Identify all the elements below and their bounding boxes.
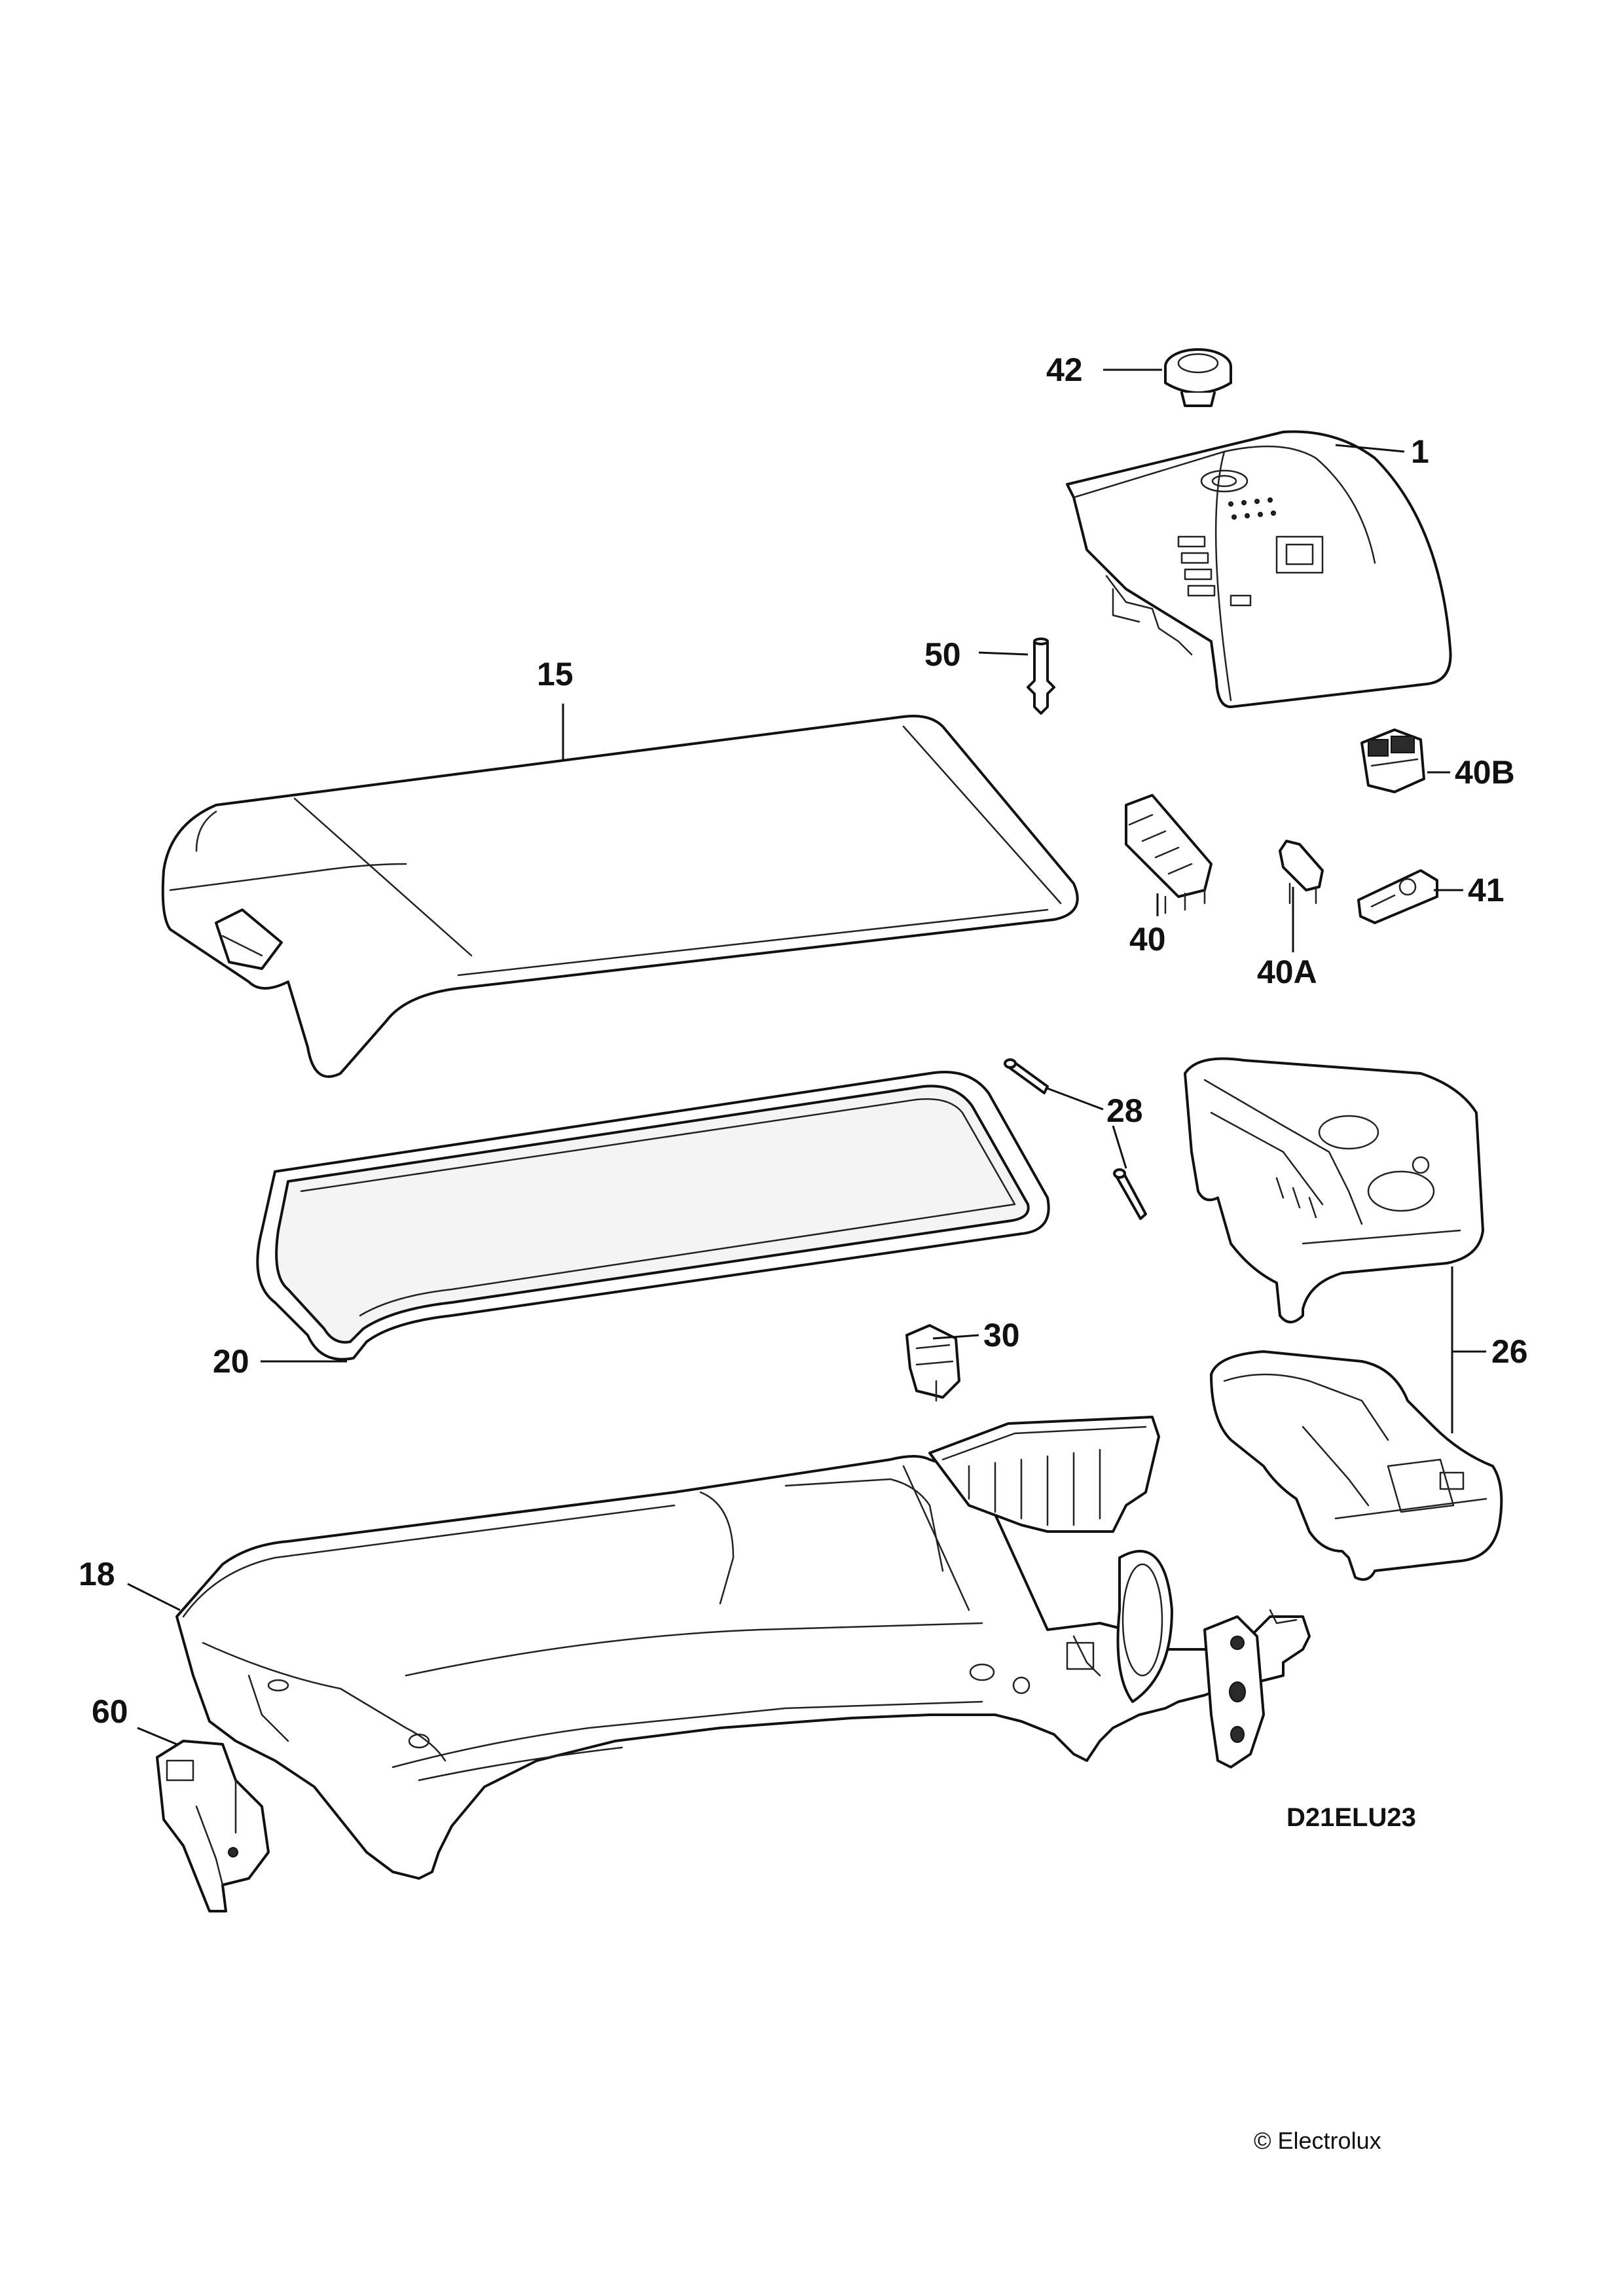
part-41-switch xyxy=(1357,869,1438,924)
part-40A-button xyxy=(1279,840,1324,905)
leader-28b xyxy=(1112,1125,1127,1169)
part-15-lid xyxy=(161,715,1079,1078)
leader-18 xyxy=(127,1583,181,1611)
leader-28a xyxy=(1047,1087,1104,1111)
callout-40: 40 xyxy=(1129,921,1166,958)
callout-40A: 40A xyxy=(1257,954,1317,990)
drawing-code: D21ELU23 xyxy=(1286,1803,1416,1832)
callout-40B: 40B xyxy=(1455,754,1515,791)
part-28-pins xyxy=(1004,1058,1147,1220)
part-60-lock xyxy=(156,1740,270,1912)
part-20-gasket xyxy=(256,1071,1050,1361)
leader-30 xyxy=(932,1334,979,1340)
callout-18: 18 xyxy=(79,1556,115,1592)
leader-50 xyxy=(978,651,1029,656)
part-40-buttons xyxy=(1125,794,1213,914)
part-42-knob xyxy=(1164,348,1232,407)
callout-30: 30 xyxy=(983,1317,1020,1354)
callout-1: 1 xyxy=(1411,433,1429,470)
callout-20: 20 xyxy=(213,1343,249,1380)
callout-60: 60 xyxy=(92,1693,128,1730)
callout-15: 15 xyxy=(537,656,574,692)
callout-42: 42 xyxy=(1046,351,1083,388)
part-50-pin xyxy=(1027,637,1055,715)
part-18-top-frame xyxy=(175,1416,1311,1880)
copyright: © Electrolux xyxy=(1254,2127,1381,2154)
part-26-upper-handle xyxy=(1184,1057,1484,1323)
part-30-clip xyxy=(905,1324,960,1402)
callout-28: 28 xyxy=(1106,1092,1143,1129)
part-26-lower-handle xyxy=(1210,1350,1503,1581)
part-1-control-panel xyxy=(1066,430,1452,708)
leader-26 xyxy=(1451,1266,1486,1433)
callout-50: 50 xyxy=(924,636,961,673)
leader-1 xyxy=(1335,444,1405,453)
part-40B-switch xyxy=(1360,728,1425,793)
leader-60 xyxy=(137,1727,177,1746)
callout-41: 41 xyxy=(1468,872,1504,908)
callout-26: 26 xyxy=(1491,1333,1528,1370)
